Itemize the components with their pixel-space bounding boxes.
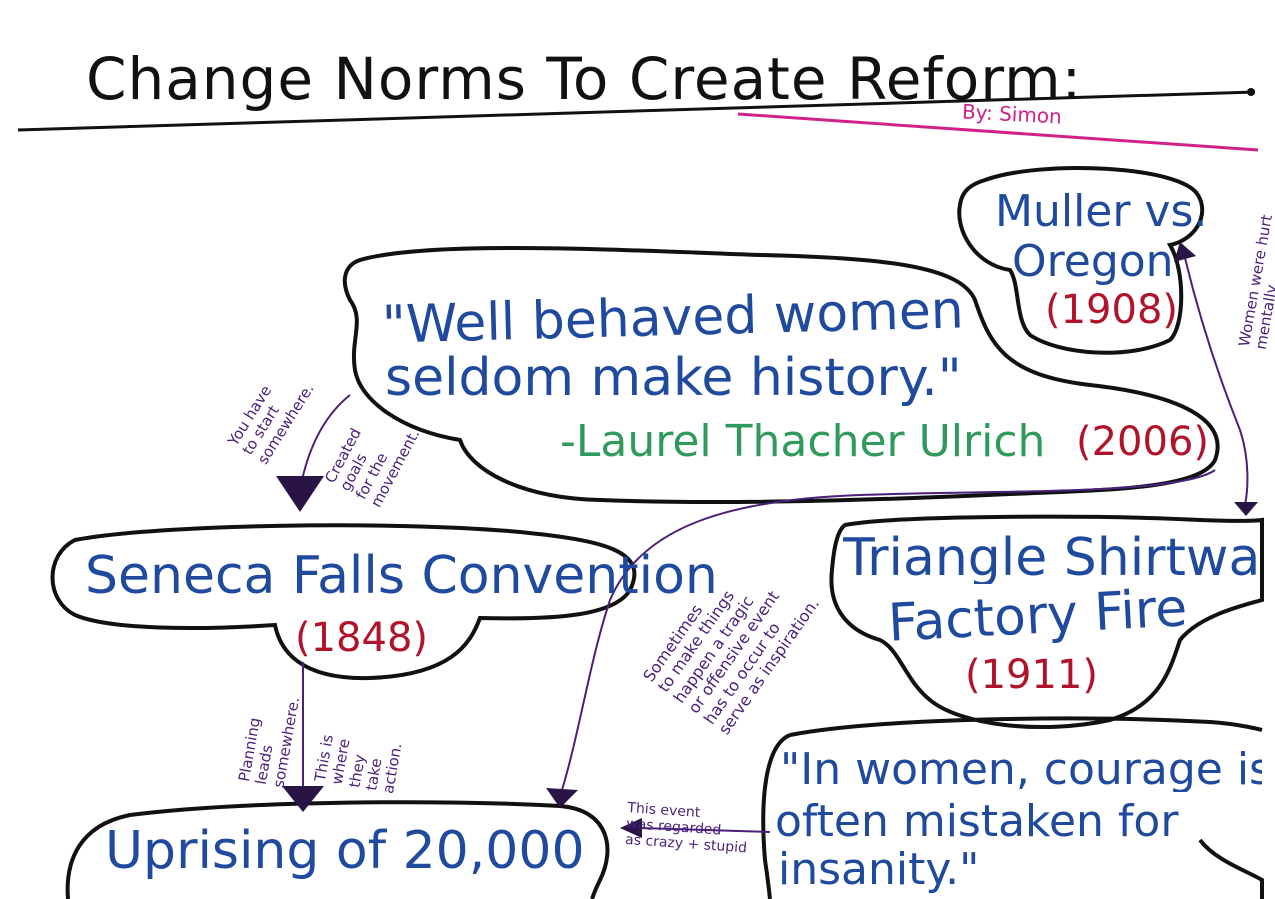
byline: By: Simon <box>961 99 1063 129</box>
quote1-year: (2006) <box>1076 419 1210 465</box>
quote2-bubble <box>761 716 1264 899</box>
arrowhead-triangle <box>1234 502 1258 516</box>
quote1-line1: "Well behaved women <box>381 280 965 356</box>
triangle-bubble <box>829 514 1264 729</box>
seneca-bubble <box>50 523 637 681</box>
title-underline <box>17 90 1256 132</box>
muller-title-line2: Oregon <box>1012 236 1174 287</box>
seneca-year: (1848) <box>295 615 429 661</box>
arrowhead-seneca <box>276 476 324 512</box>
arrowhead-muller <box>1174 242 1196 262</box>
triangle-year: (1911) <box>965 652 1099 698</box>
uprising-bubble <box>65 800 610 899</box>
arrow-quote1-to-uprising <box>561 469 1216 791</box>
underline-end-dot <box>1247 88 1255 96</box>
arrow-start-to-seneca <box>301 394 351 481</box>
arrow-crazy-to-uprising <box>639 827 771 833</box>
quote1-line2: seldom make history." <box>385 348 962 408</box>
muller-title-line1: Muller vs. <box>995 186 1208 237</box>
arrowhead-uprising <box>282 786 324 812</box>
arrowhead-crazy <box>620 818 642 838</box>
seneca-title: Seneca Falls Convention <box>85 546 718 606</box>
page-title: Change Norms To Create Reform: <box>86 45 1083 113</box>
quote2-line1: "In women, courage is <box>780 748 1262 792</box>
muller-year: (1908) <box>1045 287 1179 333</box>
quote2-line2: often mistaken for <box>775 796 1179 847</box>
triangle-title-line2: Factory Fire <box>886 578 1189 654</box>
muller-bubble <box>957 166 1205 355</box>
byline-rule <box>737 112 1259 152</box>
triangle-title-line1: Triangle Shirtwaist <box>843 532 1263 584</box>
quote2-line3: insanity." <box>778 844 980 895</box>
arrow-muller-triangle <box>1184 257 1249 506</box>
arrowhead-uprising-right <box>546 788 578 808</box>
uprising-title: Uprising of 20,000 <box>105 821 585 881</box>
note-crazy-stupid: This event was regarded as crazy + stupi… <box>625 800 750 857</box>
quote1-attribution: -Laurel Thacher Ulrich <box>560 416 1046 467</box>
